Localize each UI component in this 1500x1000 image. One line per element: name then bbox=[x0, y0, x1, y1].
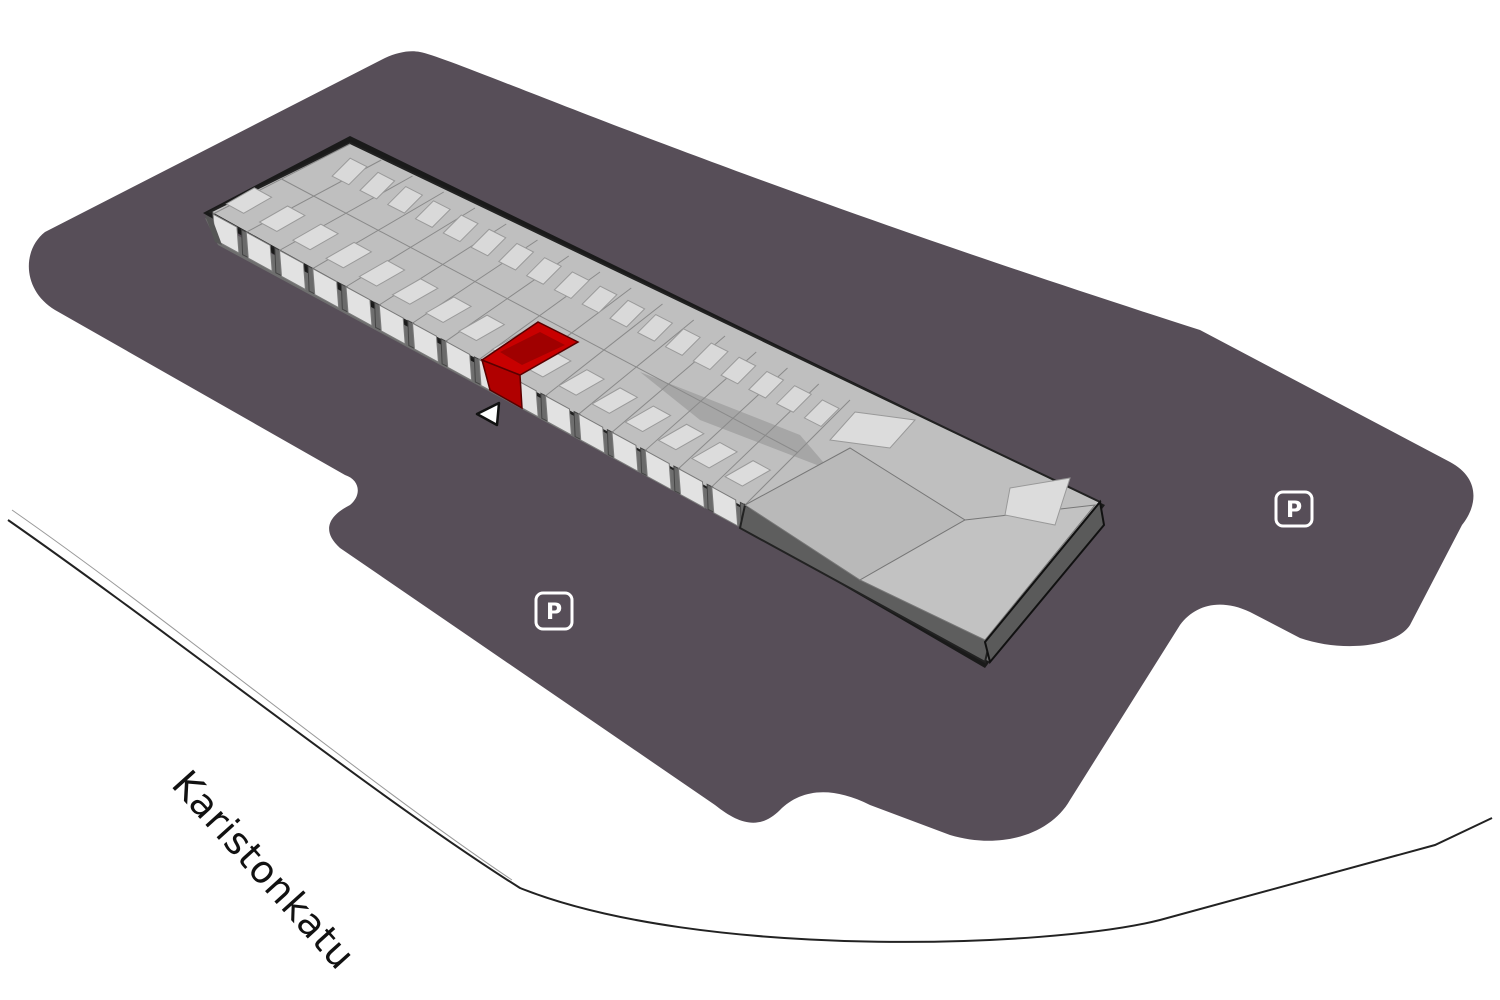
front-unit-skylight bbox=[690, 441, 739, 469]
front-unit-wall bbox=[411, 322, 440, 364]
back-unit-skylight bbox=[775, 385, 813, 413]
parking-sign-west[interactable]: P bbox=[534, 591, 574, 631]
back-unit-skylight bbox=[581, 285, 618, 314]
front-unit-wall bbox=[278, 249, 307, 291]
back-unit-skylight bbox=[664, 328, 702, 356]
road-edge-north bbox=[7, 519, 1493, 943]
units-back-row bbox=[331, 157, 840, 428]
front-unit-wall bbox=[345, 285, 373, 327]
back-unit-skylight bbox=[414, 200, 452, 228]
east-skylight-1 bbox=[828, 411, 917, 449]
front-unit-wall bbox=[245, 231, 273, 273]
back-unit-skylight bbox=[720, 356, 757, 385]
front-unit-wall bbox=[711, 485, 739, 527]
parking-sign-frame bbox=[534, 591, 574, 631]
front-unit-skylight bbox=[225, 187, 273, 214]
front-unit-wall bbox=[677, 467, 706, 509]
back-unit-skylight bbox=[636, 313, 674, 342]
front-unit-skylight bbox=[557, 369, 606, 396]
parking-sign-label: P bbox=[1286, 498, 1302, 523]
highlighted-apartment[interactable] bbox=[480, 321, 580, 410]
front-unit-wall bbox=[578, 413, 606, 455]
front-unit-wall bbox=[644, 449, 672, 491]
east-skylight-2 bbox=[1004, 477, 1071, 526]
front-unit-skylight bbox=[657, 423, 705, 451]
front-unit-skylight bbox=[458, 314, 506, 342]
parking-sign-label: P bbox=[546, 600, 562, 625]
front-unit-wall bbox=[378, 304, 406, 345]
front-unit-wall bbox=[611, 431, 639, 473]
entrance-arrow-icon bbox=[475, 401, 501, 427]
back-unit-skylight bbox=[525, 257, 563, 285]
back-unit-skylight bbox=[497, 242, 535, 271]
front-unit-skylight bbox=[624, 405, 672, 433]
parking-sign-east[interactable]: P bbox=[1274, 490, 1314, 528]
highlighted-apartment-inner bbox=[500, 332, 565, 365]
back-unit-skylight bbox=[609, 299, 646, 328]
front-unit-skylight bbox=[325, 241, 373, 269]
front-unit-skylight bbox=[258, 205, 306, 233]
back-unit-skylight bbox=[553, 271, 590, 300]
front-unit-skylight bbox=[358, 259, 406, 287]
front-unit-skylight bbox=[391, 278, 439, 305]
back-unit-skylight bbox=[386, 185, 424, 214]
parking-sign-frame bbox=[1274, 490, 1314, 528]
roof-ridge-line bbox=[281, 178, 798, 453]
building bbox=[203, 136, 1106, 668]
front-unit-wall bbox=[544, 394, 573, 436]
back-unit-skylight bbox=[442, 214, 479, 243]
east-block-roof-right bbox=[858, 504, 1097, 641]
back-unit-skylight bbox=[331, 157, 368, 186]
front-unit-wall bbox=[312, 267, 340, 309]
building-end-cap-east bbox=[983, 499, 1106, 665]
front-unit-skylight bbox=[424, 296, 473, 323]
building-end-cap-west bbox=[205, 215, 222, 245]
back-unit-skylight bbox=[692, 342, 729, 371]
back-unit-skylight bbox=[747, 370, 785, 399]
front-unit-skylight bbox=[724, 460, 772, 487]
back-unit-skylight bbox=[803, 399, 840, 428]
road-edges bbox=[7, 509, 1493, 943]
front-unit-wall bbox=[445, 340, 473, 382]
front-unit-skylight bbox=[291, 223, 340, 251]
front-unit-skylight bbox=[591, 387, 639, 414]
back-unit-skylight bbox=[470, 228, 507, 257]
back-unit-skylight bbox=[359, 171, 396, 200]
roof-shaded-band bbox=[640, 372, 830, 470]
road-edge-inner bbox=[11, 509, 513, 881]
